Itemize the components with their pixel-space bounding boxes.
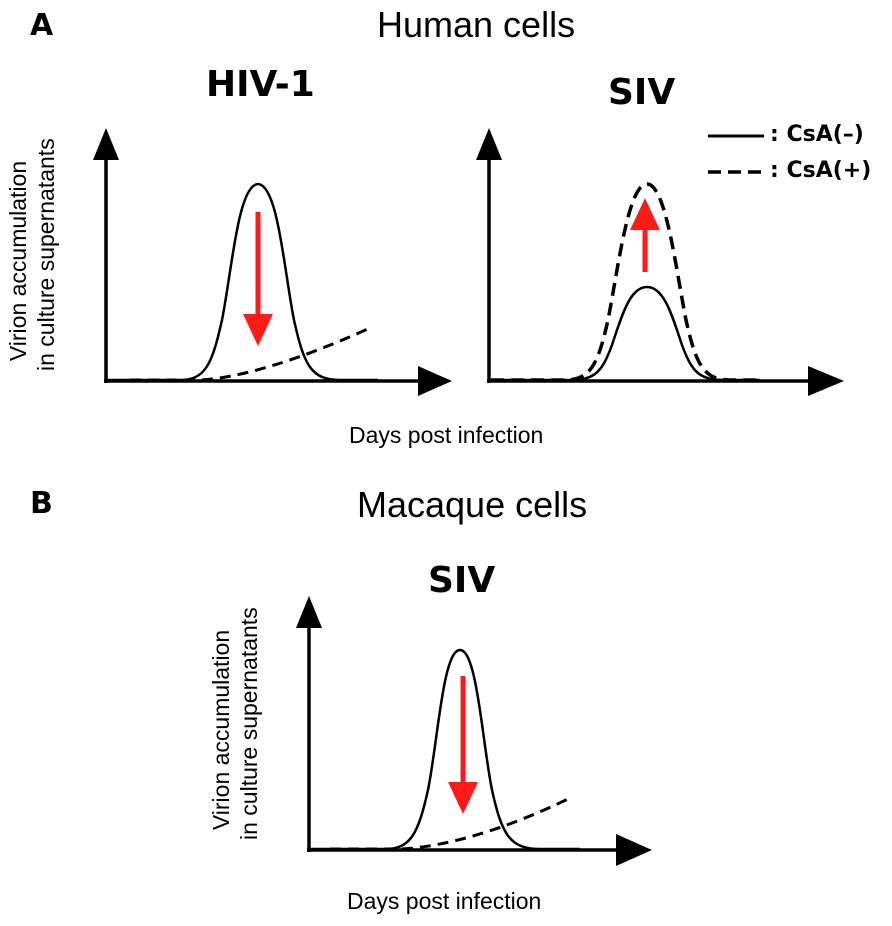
dashed-curve-csa-plus: [330, 795, 573, 851]
y-axis-label-panel-b: Virion accumulation in culture supernata…: [207, 607, 263, 840]
plot-title-hiv1: HIV-1: [206, 64, 315, 105]
x-axis-label-panel-a: Days post infection: [349, 422, 544, 448]
y-axis-arrowhead: [476, 128, 502, 160]
red-arrow-down-head: [243, 314, 273, 346]
plot-hiv1-human: [93, 128, 452, 396]
legend-solid-label: : CsA(–): [770, 122, 864, 147]
section-title-macaque: Macaque cells: [357, 484, 588, 525]
legend: [708, 134, 768, 174]
red-arrow-down-head: [448, 782, 478, 814]
red-arrow-up-head: [630, 198, 660, 230]
y-axis-arrowhead: [93, 128, 119, 160]
dashed-curve-csa-plus: [491, 182, 760, 382]
x-axis-arrowhead: [418, 366, 452, 396]
x-axis-arrowhead: [616, 834, 652, 866]
dashed-curve-csa-plus: [130, 325, 373, 382]
legend-dashed-label: : CsA(+): [770, 158, 872, 183]
y-axis-label-line1: Virion accumulation: [5, 160, 31, 362]
plot-title-siv-human: SIV: [608, 72, 676, 113]
solid-curve-csa-minus: [108, 182, 378, 382]
x-axis-arrowhead: [808, 366, 844, 396]
solid-curve-csa-minus: [311, 648, 580, 851]
y-axis-label-line2: in culture supernatants: [33, 138, 59, 371]
solid-curve-csa-minus: [491, 285, 760, 382]
panel-letter-a: A: [30, 8, 54, 43]
y-axis-label-line1: Virion accumulation: [208, 629, 234, 831]
y-axis-label-panel-a: Virion accumulation in culture supernata…: [4, 138, 60, 371]
panel-letter-b: B: [30, 486, 53, 521]
plot-siv-human: [476, 128, 844, 396]
y-axis-label-line2: in culture supernatants: [236, 607, 262, 840]
section-title-human: Human cells: [377, 4, 576, 45]
plot-title-siv-macaque: SIV: [428, 560, 496, 601]
plot-siv-macaque: [296, 596, 652, 866]
y-axis-arrowhead: [296, 596, 322, 628]
x-axis-label-panel-b: Days post infection: [347, 888, 542, 914]
